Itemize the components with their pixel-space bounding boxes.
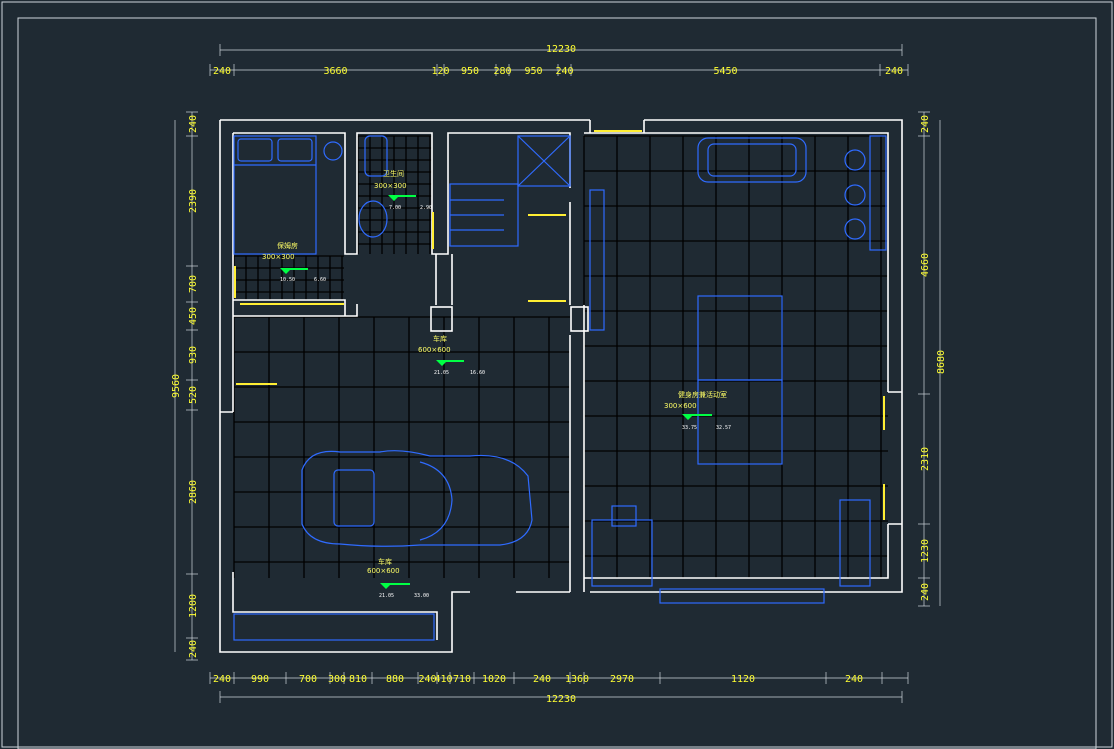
label-garage-upper: 车库	[433, 334, 447, 343]
dim-bottom-7: 410	[434, 674, 452, 685]
dim-right-4: 240	[920, 583, 931, 601]
dim-bottom-9: 1020	[482, 674, 506, 685]
perimeter-garage-upper: 16.60	[470, 370, 485, 376]
tile-gym: 300×600	[664, 402, 697, 410]
dim-left-1: 2390	[188, 189, 199, 213]
dim-bottom-12: 2970	[610, 674, 634, 685]
dim-bottom-14: 240	[845, 674, 863, 685]
dim-bottom-0: 240	[213, 674, 231, 685]
perimeter-garage-lower: 33.00	[414, 593, 429, 599]
tile-garage-upper: 600×600	[418, 346, 451, 354]
dim-bottom-total: 12230	[546, 694, 576, 705]
area-garage-lower: 21.05	[379, 593, 394, 599]
label-nanny: 保姆房	[277, 241, 298, 250]
tile-bath: 300×300	[374, 182, 407, 190]
dim-bottom-1: 990	[251, 674, 269, 685]
dim-right-3: 1230	[920, 539, 931, 563]
dim-top-4: 280	[493, 66, 511, 77]
tile-garage-lower: 600×600	[367, 567, 400, 575]
area-garage-upper: 21.05	[434, 370, 449, 376]
level-markers	[280, 195, 712, 589]
dim-top-7: 5450	[713, 66, 737, 77]
dim-bottom-10: 240	[533, 674, 551, 685]
door-openings	[234, 130, 885, 520]
dim-left-8: 240	[188, 640, 199, 658]
dim-right-2: 2310	[920, 447, 931, 471]
dim-bottom-3: 300	[328, 674, 346, 685]
dim-left-3: 450	[188, 307, 199, 325]
dim-left-7: 1200	[188, 594, 199, 618]
dim-top-total: 12230	[546, 44, 576, 55]
dim-bottom-4: 810	[349, 674, 367, 685]
label-gym: 健身房兼活动室	[678, 390, 727, 399]
dim-bottom-2: 700	[299, 674, 317, 685]
dim-bottom-5: 880	[386, 674, 404, 685]
dim-top-0: 240	[213, 66, 231, 77]
dim-left-0: 240	[188, 115, 199, 133]
area-bath: 7.00	[389, 205, 401, 211]
dim-top-6: 240	[555, 66, 573, 77]
label-bath: 卫生间	[383, 169, 404, 178]
dim-top-1: 3660	[323, 66, 347, 77]
dim-left-4: 930	[188, 346, 199, 364]
label-garage-lower: 车库	[378, 557, 392, 566]
dim-left-2: 700	[188, 275, 199, 293]
dim-top-8: 240	[885, 66, 903, 77]
dim-top-5: 950	[524, 66, 542, 77]
floor-tile-grid	[233, 135, 888, 578]
dim-bottom-13: 1120	[731, 674, 755, 685]
dim-left-5: 520	[188, 386, 199, 404]
area-nanny: 10.50	[280, 277, 295, 283]
dim-left-total: 9560	[171, 374, 182, 398]
furniture	[233, 135, 887, 641]
perimeter-nanny: 6.60	[314, 277, 326, 283]
perimeter-gym: 32.57	[716, 425, 731, 431]
dim-right-total: 8680	[936, 350, 947, 374]
drawing-frame	[17, 17, 1097, 749]
dim-bottom-11: 1360	[565, 674, 589, 685]
dim-right-0: 240	[920, 115, 931, 133]
dim-right-1: 4660	[920, 253, 931, 277]
area-gym: 33.75	[682, 425, 697, 431]
room-labels: 保姆房 300×300 10.50 6.60 卫生间 300×300 7.00 …	[262, 169, 731, 599]
walls	[219, 119, 903, 653]
dim-top-2: 120	[431, 66, 449, 77]
dimension-lines: 12230 240 3660 120 950 280 950 240 5450 240 240 990…	[171, 44, 947, 705]
perimeter-bath: 2.90	[420, 205, 432, 211]
tile-nanny: 300×300	[262, 253, 295, 261]
dim-bottom-6: 240	[418, 674, 436, 685]
dim-bottom-8: 710	[453, 674, 471, 685]
dim-top-3: 950	[461, 66, 479, 77]
dim-left-6: 2860	[188, 480, 199, 504]
